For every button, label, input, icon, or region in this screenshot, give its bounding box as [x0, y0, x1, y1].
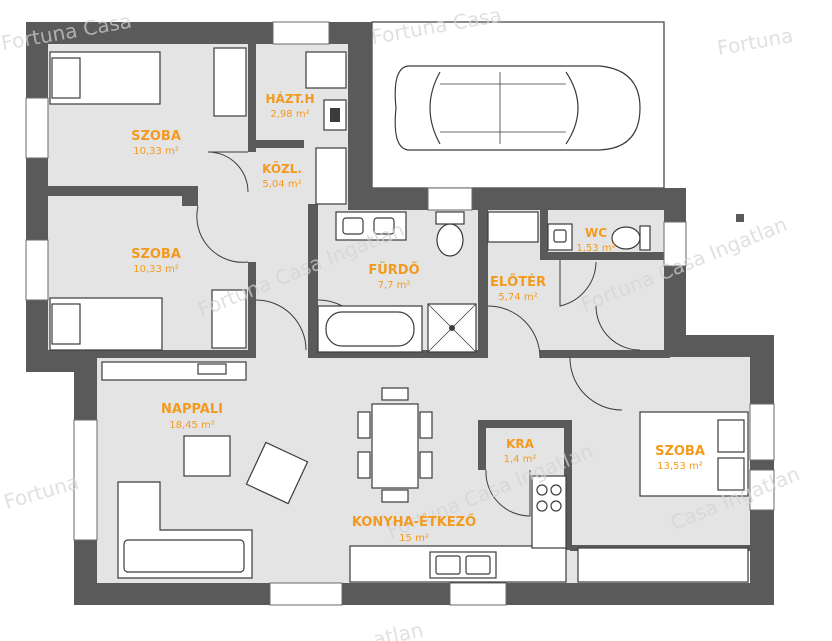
- watermark-bottom: atlan: [371, 617, 425, 641]
- room-area: 10,33 m²: [133, 146, 179, 157]
- watermark-left: Fortuna: [1, 470, 81, 514]
- room-area: 5,04 m²: [262, 179, 301, 190]
- room-name: SZOBA: [131, 247, 181, 262]
- room-name: SZOBA: [131, 129, 181, 144]
- windows: [25, 21, 775, 606]
- room-name: KONYHA-ÉTKEZŐ: [352, 514, 476, 530]
- room-area: 1,53 m²: [576, 243, 615, 254]
- room-area: 13,53 m²: [657, 461, 703, 472]
- room-name: NAPPALI: [161, 402, 223, 417]
- room-labels: SZOBA 10,33 m² HÁZT.H 2,98 m² KÖZL. 5,04…: [131, 91, 705, 544]
- room-area: 7,7 m²: [378, 280, 411, 291]
- room-name: ELŐTÉR: [490, 274, 546, 290]
- room-area: 5,74 m²: [498, 292, 537, 303]
- room-name: SZOBA: [655, 444, 705, 459]
- car-icon: [394, 65, 641, 151]
- room-area: 18,45 m²: [169, 420, 215, 431]
- doors: [196, 151, 641, 517]
- room-area: 2,98 m²: [270, 109, 309, 120]
- room-name: HÁZT.H: [266, 91, 315, 106]
- room-name: WC: [585, 226, 607, 240]
- room-name: KÖZL.: [262, 161, 302, 176]
- watermark-right: Fortuna: [715, 23, 795, 60]
- room-name: FÜRDŐ: [368, 262, 419, 278]
- furniture: [49, 47, 749, 583]
- room-area: 1,4 m²: [504, 454, 537, 465]
- exterior-marker: [736, 214, 744, 222]
- room-area: 10,33 m²: [133, 264, 179, 275]
- room-name: KRA: [506, 437, 535, 451]
- room-area: 15 m²: [399, 533, 429, 544]
